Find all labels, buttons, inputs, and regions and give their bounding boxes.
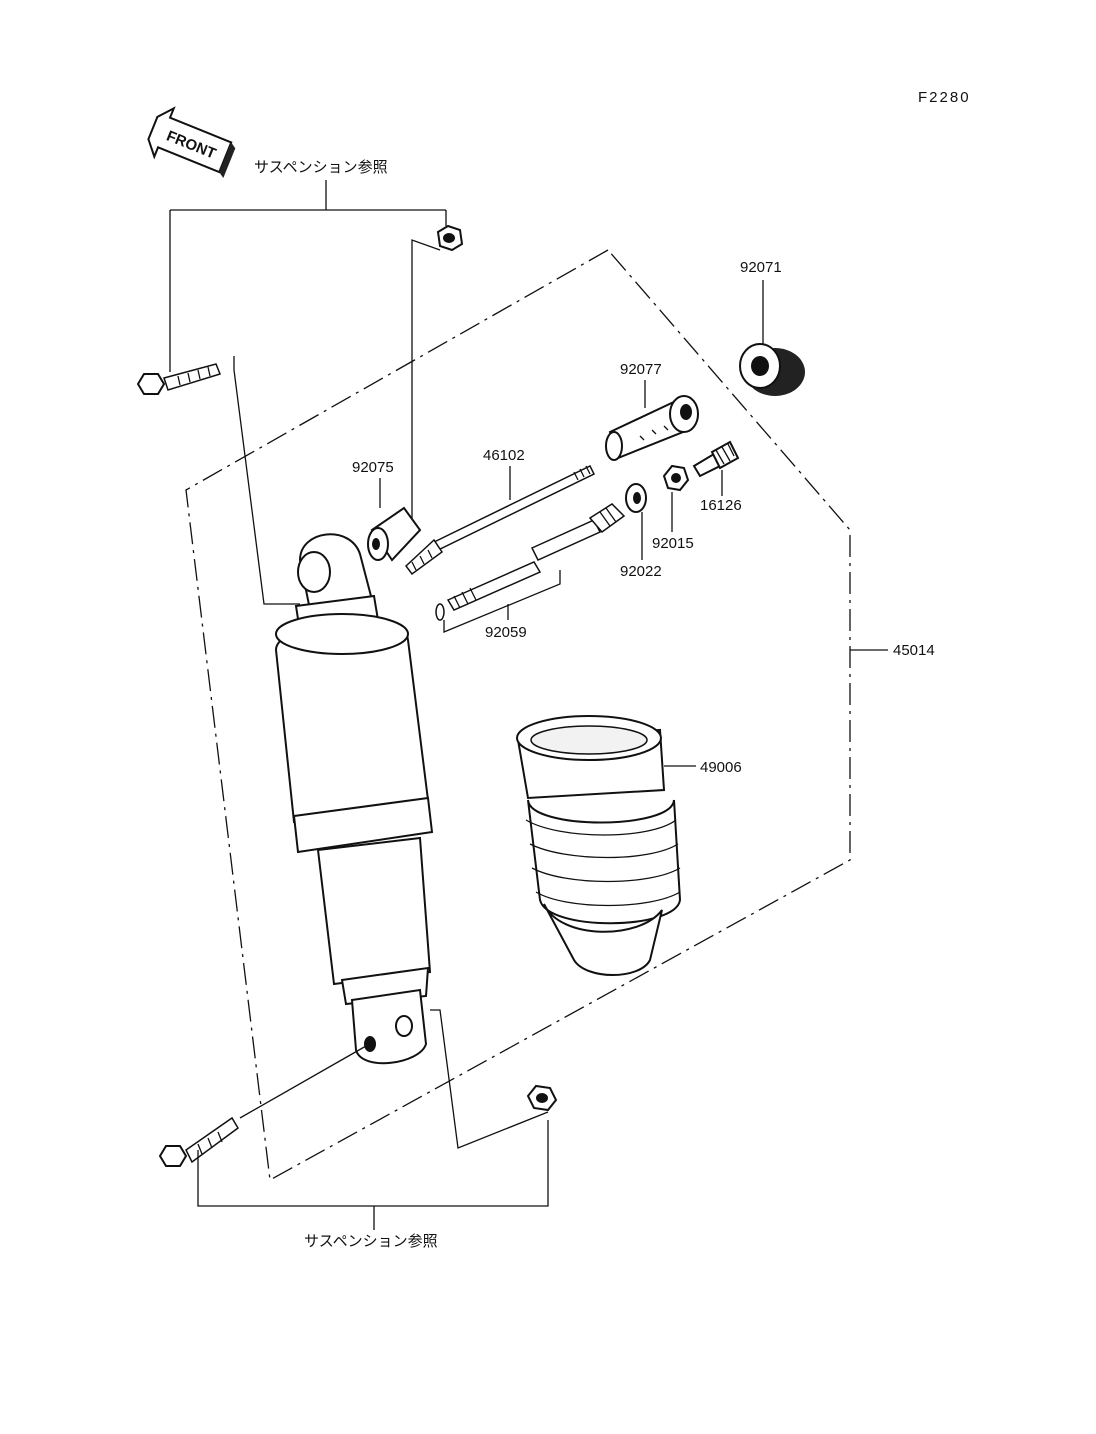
label-49006: 49006	[700, 759, 742, 776]
ref-bracket-bottom	[197, 1120, 549, 1230]
leader-nut-bottom	[430, 1009, 549, 1149]
nut-92015-icon	[662, 464, 690, 492]
nut-top-icon	[436, 224, 464, 252]
label-92022: 92022	[620, 563, 662, 580]
boot-49006-icon	[516, 715, 682, 976]
ref-label-bottom: サスペンション参照	[304, 1232, 438, 1250]
assembly-outline-45014	[185, 249, 851, 1182]
label-46102: 46102	[483, 447, 525, 464]
bolt-bottom-icon	[158, 1116, 239, 1167]
hose-92059-icon	[435, 503, 626, 633]
label-16126: 16126	[700, 497, 742, 514]
washer-92022-icon	[625, 483, 647, 513]
bolt-top-icon	[136, 363, 221, 395]
nut-bottom-icon	[526, 1084, 558, 1112]
diagram-code: F2280	[918, 89, 971, 106]
ref-label-top: サスペンション参照	[254, 158, 388, 176]
leader-bolt-bottom	[239, 1045, 367, 1119]
bracket-92059	[443, 570, 561, 633]
label-92015: 92015	[652, 535, 694, 552]
label-92071: 92071	[740, 259, 782, 276]
rod-46102-icon	[404, 465, 596, 576]
shock-absorber-icon	[274, 533, 434, 1065]
ref-bracket-top	[169, 180, 447, 372]
label-92075: 92075	[352, 459, 394, 476]
collar-92075-icon	[367, 506, 422, 562]
label-45014: 45014	[893, 642, 935, 659]
bushing-92071-icon	[739, 343, 805, 396]
front-arrow-icon: FRONT	[147, 106, 236, 179]
valve-16126-icon	[692, 440, 740, 478]
leader-bolt-top	[233, 356, 300, 605]
label-92059: 92059	[485, 624, 527, 641]
leader-nut-top	[411, 239, 441, 520]
label-92077: 92077	[620, 361, 662, 378]
sleeve-92077-icon	[605, 395, 699, 461]
